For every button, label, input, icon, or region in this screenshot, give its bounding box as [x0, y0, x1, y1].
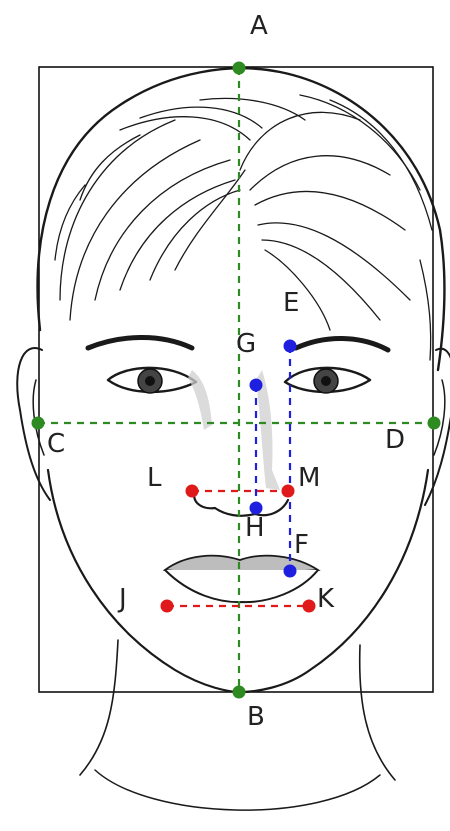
label-j: J [117, 584, 127, 614]
hair-strands [54, 94, 433, 361]
point-g-marker [249, 378, 263, 392]
landmark-points [31, 61, 441, 699]
face-sketch [16, 67, 450, 811]
left-eyebrow [85, 335, 195, 351]
point-d-marker [427, 416, 441, 430]
label-h: H [245, 513, 265, 543]
left-eye [106, 366, 198, 394]
point-c-marker [31, 416, 45, 430]
point-k-marker [302, 599, 316, 613]
label-k: K [317, 584, 335, 614]
right-ear [424, 347, 450, 506]
label-d: D [385, 425, 405, 455]
right-eye [283, 366, 372, 394]
point-m-marker [281, 484, 295, 498]
point-labels: A B C D E F G H J K L M [47, 11, 405, 732]
point-f-marker [283, 564, 297, 578]
left-ear [16, 347, 51, 501]
label-e: E [283, 288, 299, 318]
point-b-marker [232, 685, 246, 699]
hair-outline [36, 67, 446, 372]
measurement-lines [38, 68, 434, 692]
point-h-marker [249, 501, 263, 515]
label-g: G [236, 329, 256, 359]
point-l-marker [185, 484, 199, 498]
lower-lip [164, 569, 319, 604]
right-eyebrow [293, 336, 391, 353]
nose-shading [188, 370, 212, 430]
neck-outline [79, 639, 396, 781]
label-m: M [298, 463, 320, 493]
label-c: C [47, 429, 65, 459]
label-a: A [250, 11, 268, 41]
point-j-marker [160, 599, 174, 613]
label-f: F [294, 530, 309, 560]
label-b: B [247, 702, 265, 732]
label-l: L [147, 463, 162, 493]
point-a-marker [232, 61, 246, 75]
nose-outline [193, 488, 290, 517]
point-e-marker [283, 339, 297, 353]
